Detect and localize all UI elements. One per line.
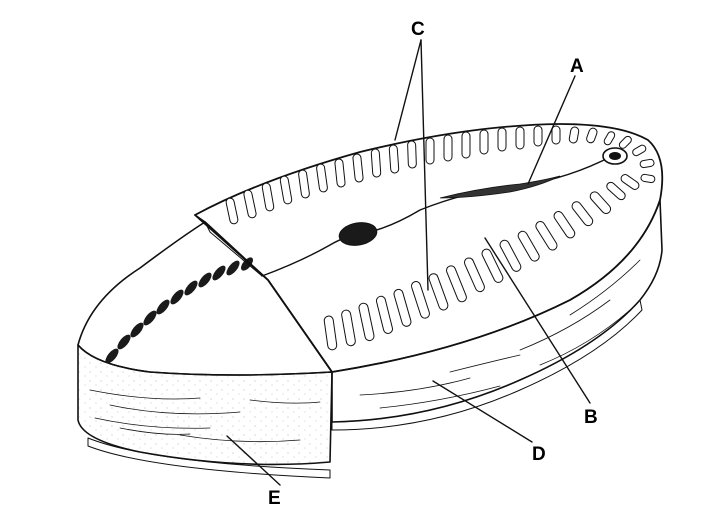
label-e: E [268,488,281,509]
label-d: D [532,444,546,465]
label-c: C [411,19,425,40]
epitheca-valve-face [194,123,664,373]
label-b: B [584,407,598,428]
hypotheca-valve-face [77,221,333,376]
leader-lines [226,39,591,486]
label-a: A [570,56,584,77]
